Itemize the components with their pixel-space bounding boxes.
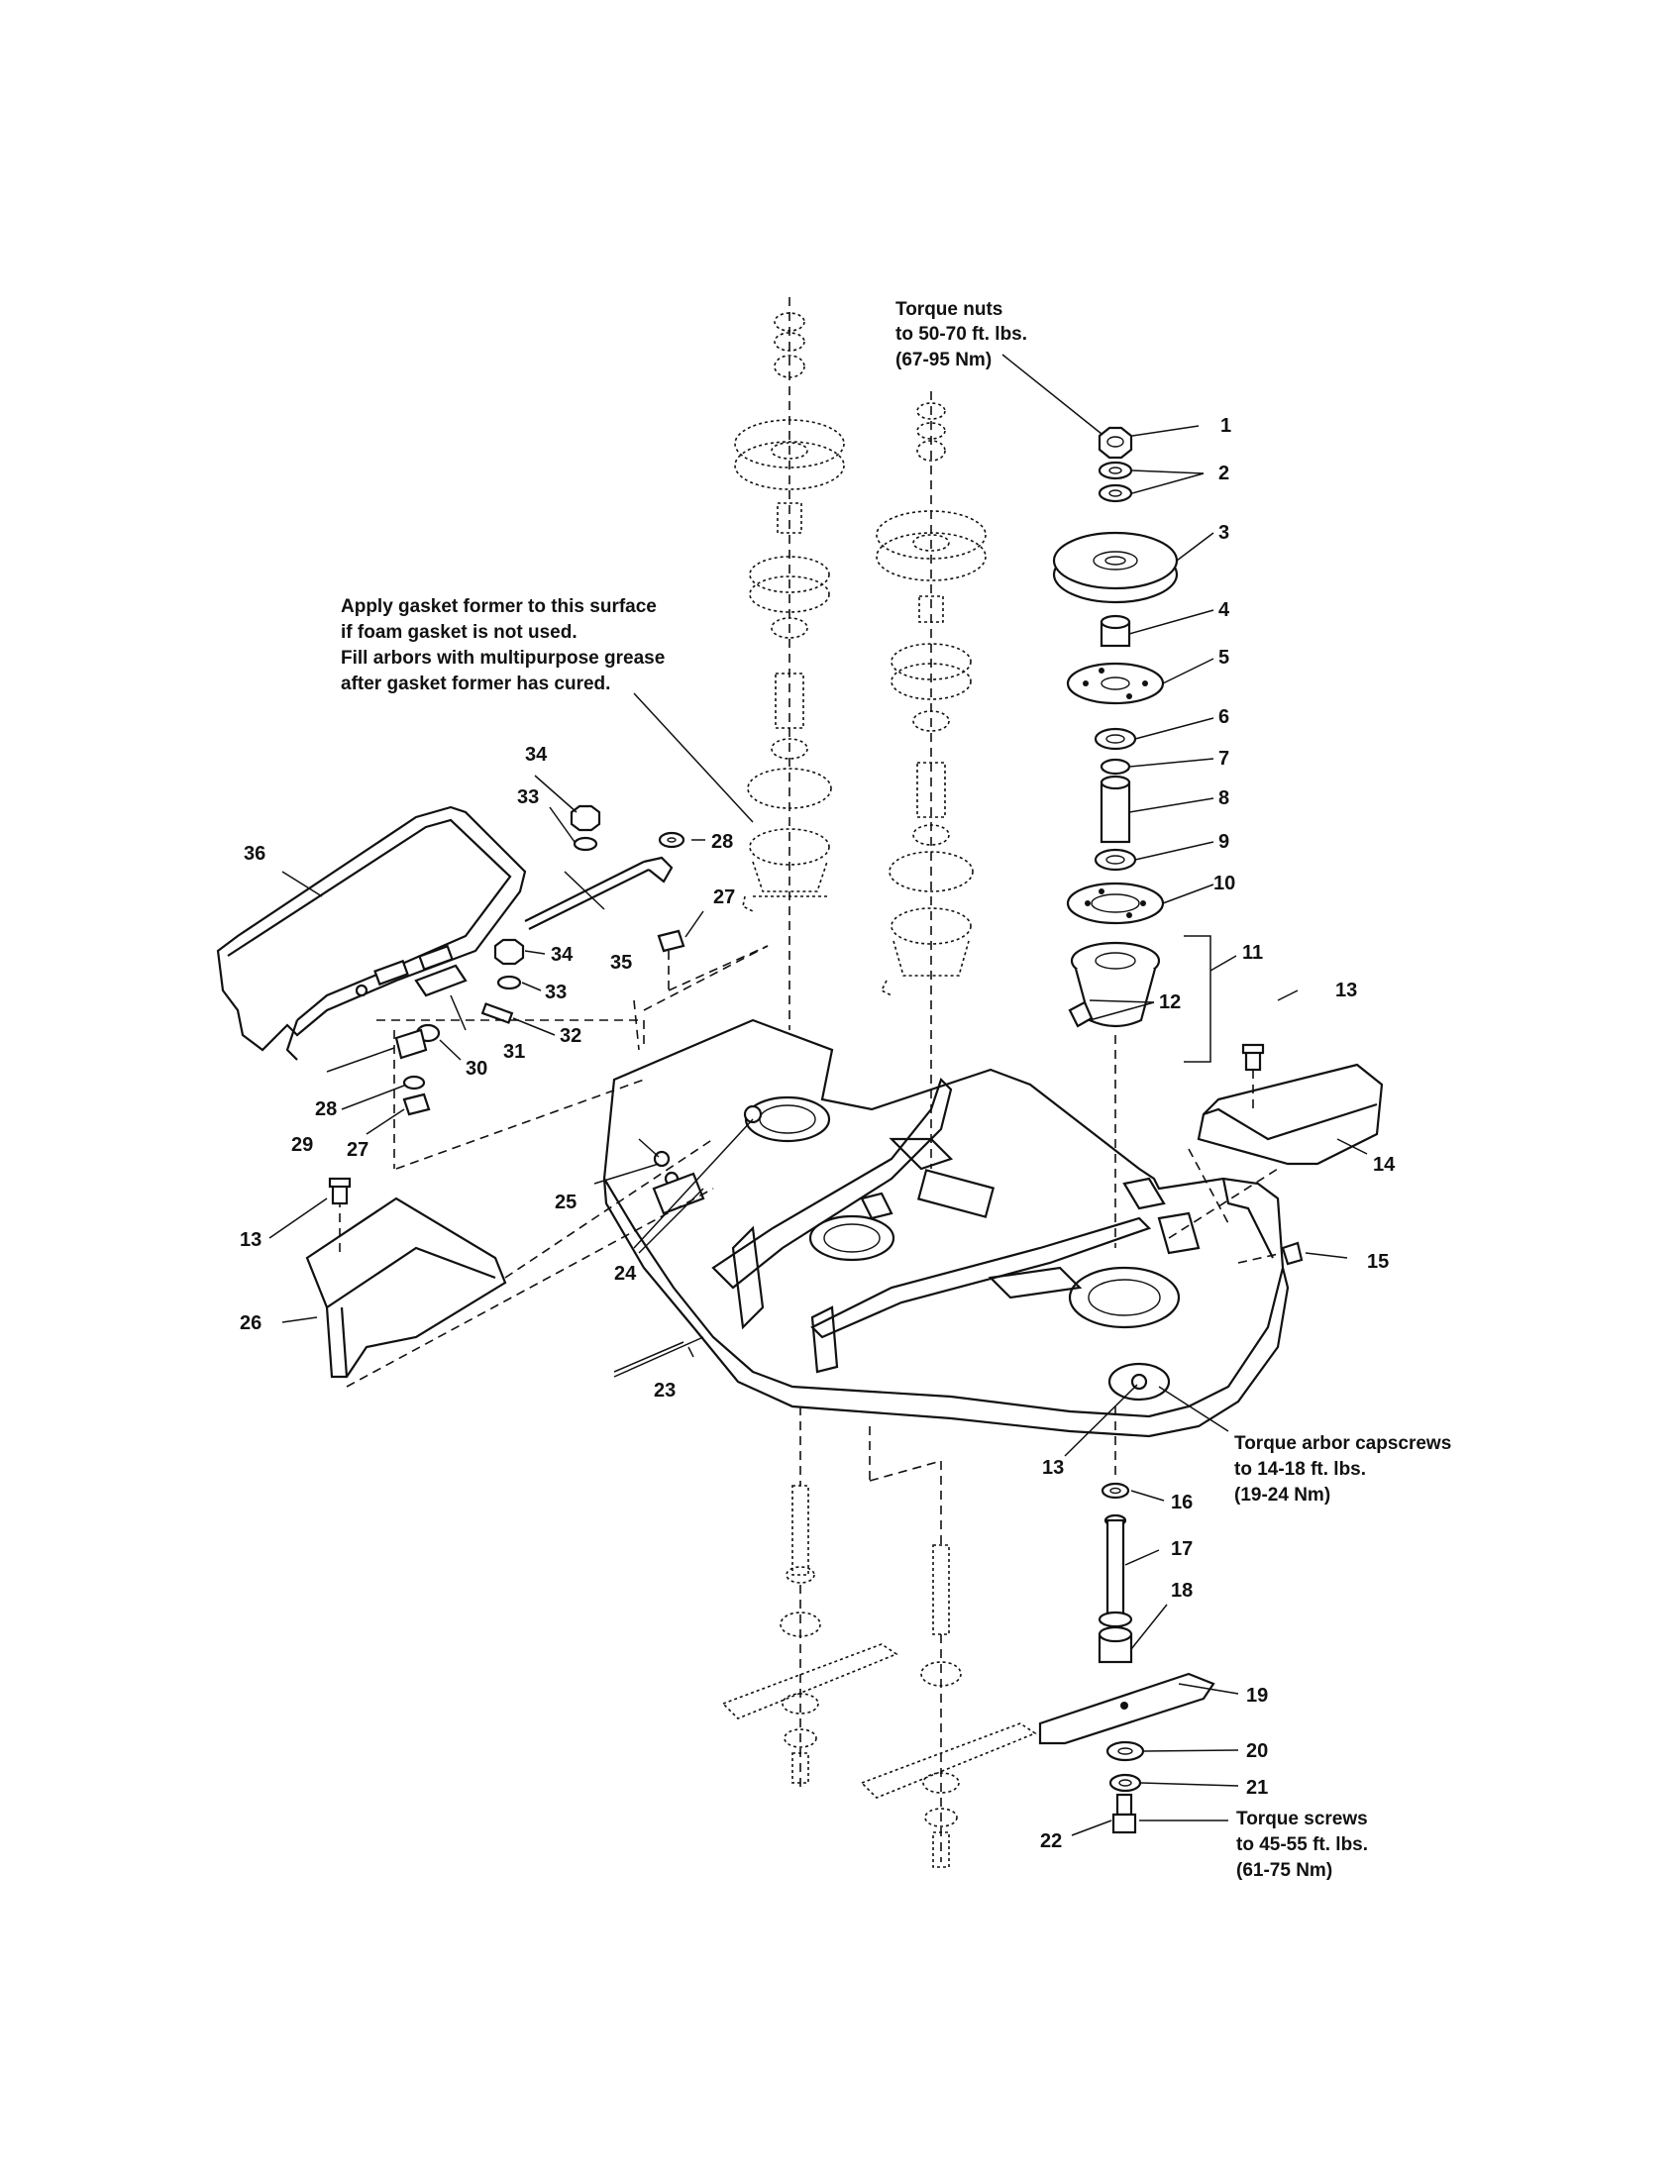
svg-text:if foam gasket is not used.: if foam gasket is not used.	[341, 622, 578, 643]
callout: 13	[1335, 980, 1357, 1001]
callout: 11	[1242, 942, 1263, 964]
svg-text:Fill arbors with multipurpose: Fill arbors with multipurpose grease	[341, 648, 665, 669]
lower-spindle-right	[1038, 1406, 1215, 1834]
callout: 4	[1218, 599, 1230, 621]
svg-text:Torque nuts: Torque nuts	[895, 299, 1002, 320]
callout: 35	[610, 952, 632, 974]
svg-text:to 50-70 ft. lbs.: to 50-70 ft. lbs.	[895, 324, 1027, 345]
callout: 14	[1373, 1154, 1396, 1176]
callout: 3	[1218, 522, 1229, 544]
callout: 33	[545, 982, 567, 1003]
callout-numbers: 1 2 3 4 5 6 7 8 9 10 11 12 13 14 15 13 1…	[240, 415, 1396, 1852]
gasket-note: Apply gasket former to this surface if f…	[341, 596, 665, 694]
left-arbor-stack	[734, 297, 845, 1030]
callout: 32	[560, 1025, 581, 1047]
callout: 36	[244, 843, 265, 865]
callout: 5	[1218, 647, 1229, 669]
callout: 22	[1040, 1830, 1062, 1852]
torque-nuts-note: Torque nuts to 50-70 ft. lbs. (67-95 Nm)	[895, 299, 1027, 370]
svg-text:after gasket former has cured.: after gasket former has cured.	[341, 674, 610, 694]
callout: 34	[551, 944, 574, 966]
callout: 33	[517, 786, 539, 808]
callout: 28	[315, 1098, 337, 1120]
callout: 19	[1246, 1685, 1268, 1707]
callout: 1	[1220, 415, 1231, 437]
callout: 34	[525, 744, 548, 766]
svg-text:to 14-18 ft. lbs.: to 14-18 ft. lbs.	[1234, 1459, 1366, 1480]
svg-text:Torque screws: Torque screws	[1236, 1809, 1368, 1829]
callout: 13	[1042, 1457, 1064, 1479]
lower-spindle-center	[860, 1426, 1037, 1868]
belt-cover-shield	[1168, 1043, 1384, 1266]
callout: 25	[555, 1192, 577, 1213]
torque-screws-note: Torque screws to 45-55 ft. lbs. (61-75 N…	[1236, 1809, 1368, 1881]
callout: 7	[1218, 748, 1229, 770]
callout: 6	[1218, 706, 1229, 728]
callout: 29	[291, 1134, 313, 1156]
callout: 8	[1218, 787, 1229, 809]
callout: 2	[1218, 463, 1229, 484]
svg-text:(19-24 Nm): (19-24 Nm)	[1234, 1485, 1330, 1506]
callout: 10	[1213, 873, 1235, 894]
chute-hardware	[376, 804, 769, 1170]
callout: 13	[240, 1229, 262, 1251]
lower-spindle-left	[721, 1406, 898, 1793]
callout: 26	[240, 1312, 262, 1334]
callout: 30	[466, 1058, 487, 1080]
center-arbor-stack	[876, 391, 987, 1169]
svg-text:to 45-55 ft. lbs.: to 45-55 ft. lbs.	[1236, 1834, 1368, 1855]
callout: 16	[1171, 1492, 1193, 1513]
callout: 27	[347, 1139, 368, 1161]
mower-deck-housing	[602, 1018, 1290, 1438]
grass-discharge-chute	[216, 805, 527, 1061]
callout: 9	[1218, 831, 1229, 853]
svg-text:Torque arbor capscrews: Torque arbor capscrews	[1234, 1433, 1451, 1454]
callout: 23	[654, 1380, 676, 1402]
svg-text:(61-75 Nm): (61-75 Nm)	[1236, 1860, 1332, 1881]
callout: 17	[1171, 1538, 1193, 1560]
svg-text:Apply gasket former to this su: Apply gasket former to this surface	[341, 596, 657, 617]
torque-arbor-note: Torque arbor capscrews to 14-18 ft. lbs.…	[1234, 1433, 1451, 1506]
callout: 27	[713, 886, 735, 908]
callout: 20	[1246, 1740, 1268, 1762]
deflector-shield	[305, 1138, 714, 1388]
callout: 31	[503, 1041, 525, 1063]
svg-text:(67-95 Nm): (67-95 Nm)	[895, 350, 992, 370]
leader-lines	[268, 354, 1368, 1836]
callout: 21	[1246, 1777, 1268, 1799]
callout: 24	[614, 1263, 637, 1285]
callout: 12	[1159, 991, 1181, 1013]
clip-part-15	[1281, 1241, 1304, 1266]
callout: 18	[1171, 1580, 1193, 1602]
callout: 15	[1367, 1251, 1389, 1273]
nut-part-1	[1098, 426, 1133, 460]
callout: 28	[711, 831, 733, 853]
